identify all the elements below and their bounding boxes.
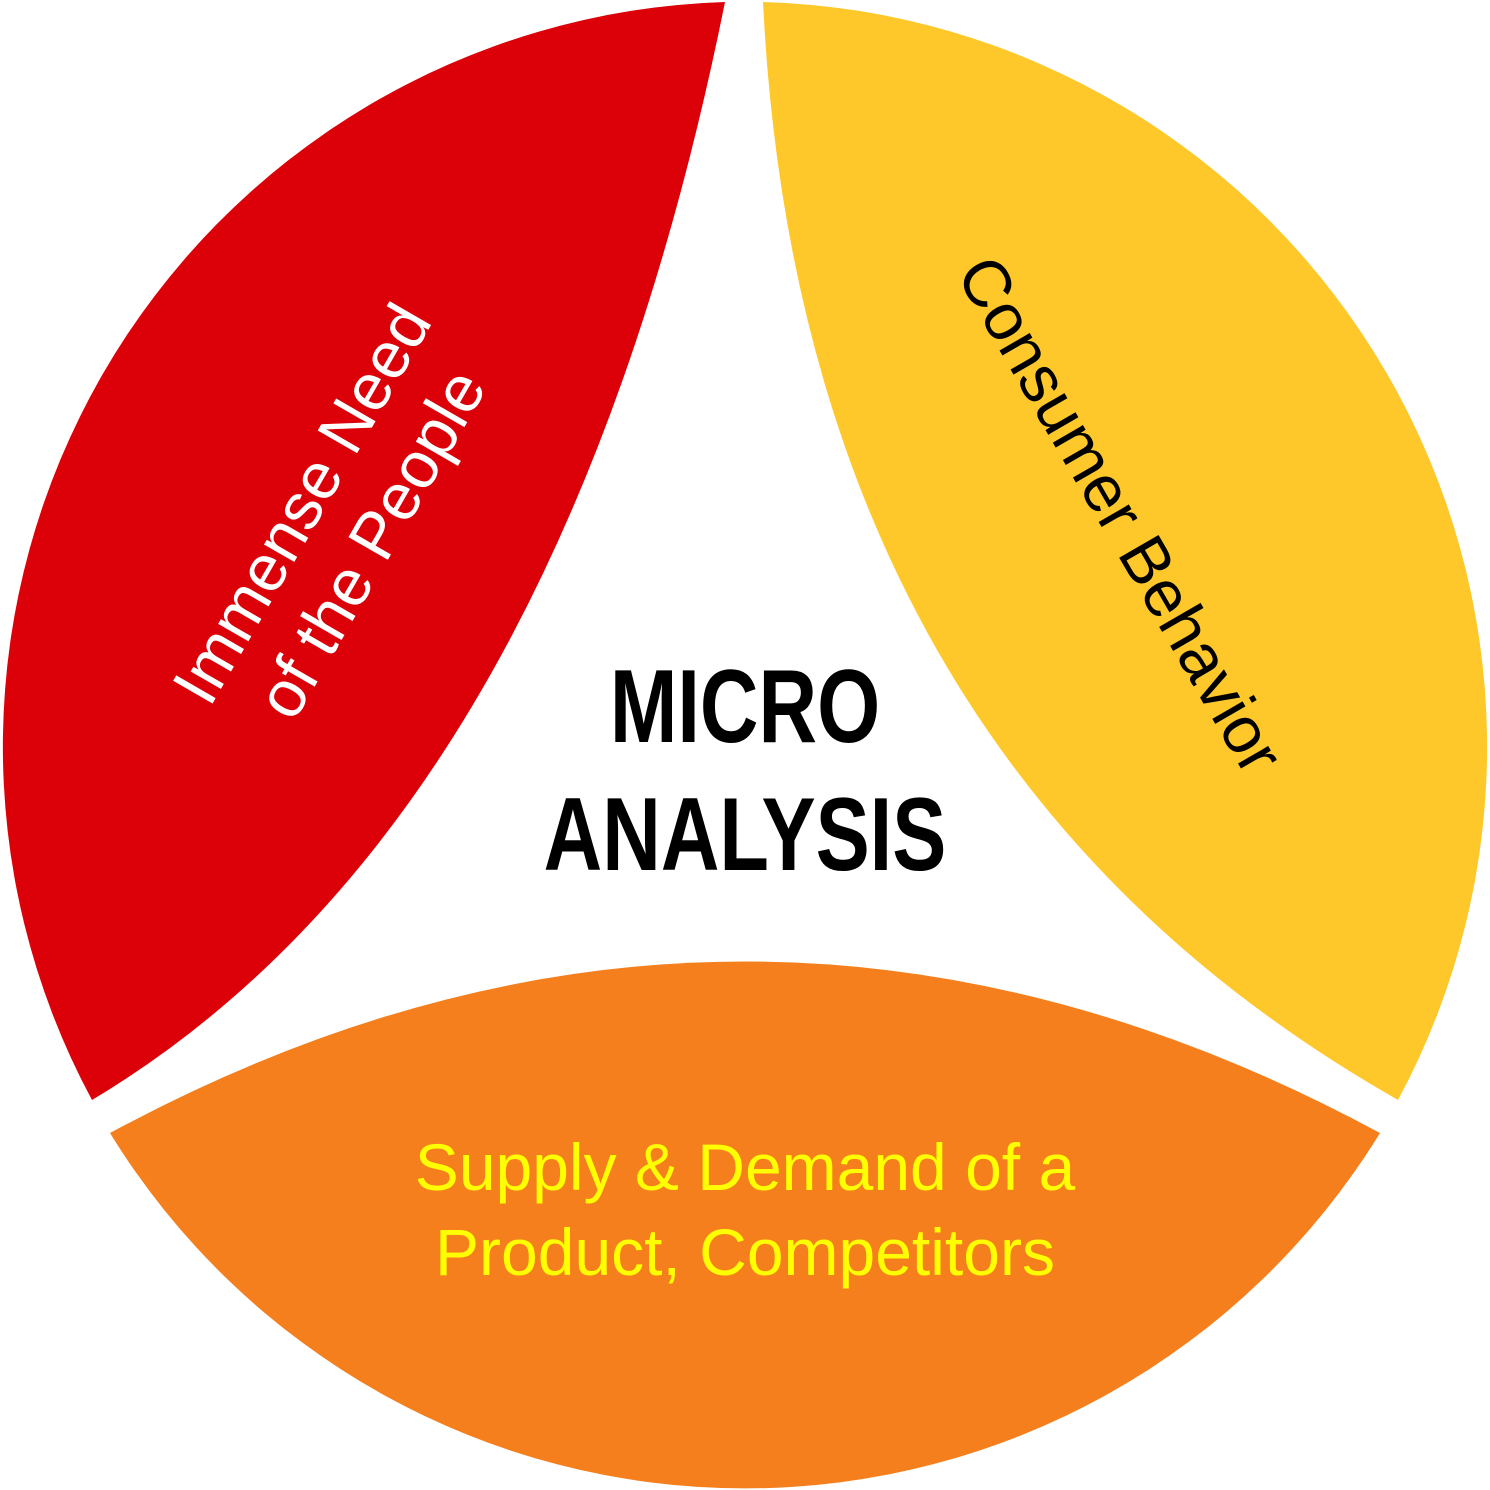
center-title-line2: ANALYSIS	[544, 776, 947, 892]
supply-label-line2: Product, Competitors	[435, 1215, 1055, 1289]
supply-label-line1: Supply & Demand of a	[415, 1130, 1076, 1204]
segment-supply	[110, 961, 1380, 1489]
segment-people	[2, 2, 726, 1100]
segment-consumer	[763, 2, 1488, 1100]
supply-label: Supply & Demand of a Product, Competitor…	[415, 1130, 1076, 1289]
center-title-line1: MICRO	[610, 648, 880, 764]
center-title: MICRO ANALYSIS	[544, 648, 947, 892]
